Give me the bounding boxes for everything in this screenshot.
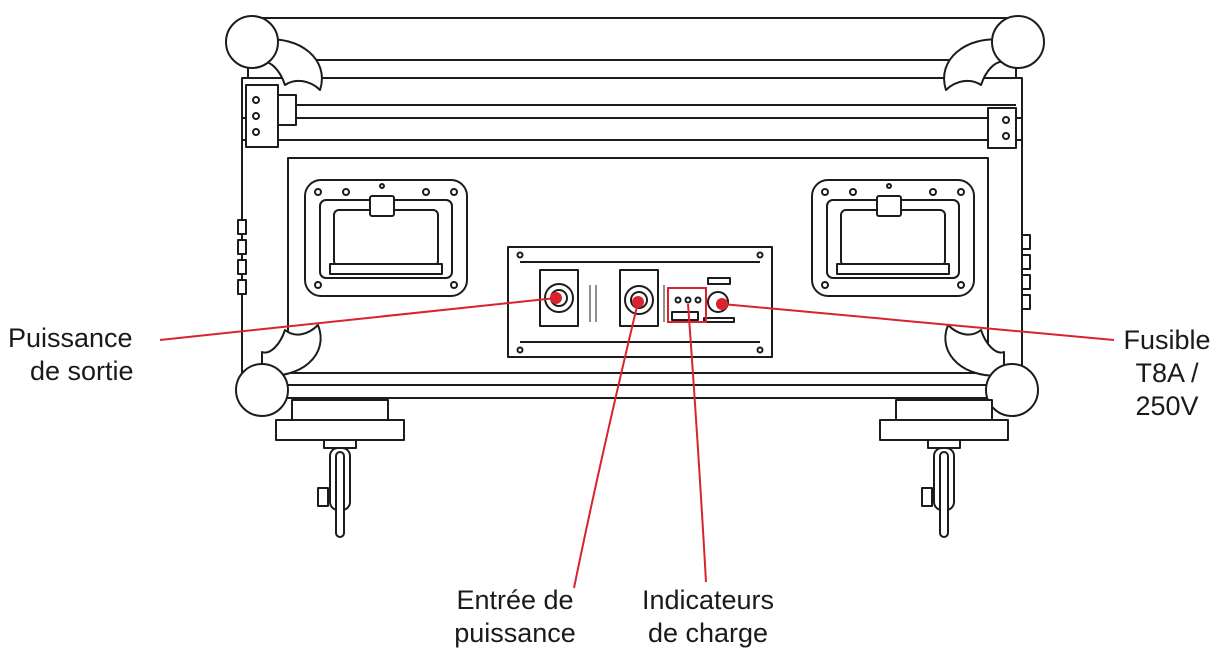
label-fuse-line1: Fusible (1123, 325, 1211, 355)
leader-output-power (159, 297, 557, 341)
label-fuse-line3: 250V (1135, 391, 1199, 421)
leader-input-power (573, 301, 639, 589)
case-lid (241, 17, 1023, 119)
label-fuse-line2: T8A / (1135, 358, 1199, 388)
left-caster (275, 399, 405, 538)
charge-indicator-highlight (667, 287, 707, 323)
label-output-power-line2: de sortie (30, 356, 134, 386)
right-side-bumps (1021, 234, 1031, 310)
label-charge-indicators: Indicateurs de charge (622, 584, 794, 650)
leader-dot-fuse (716, 298, 728, 310)
leader-charge-indicators (687, 303, 707, 583)
right-caster (879, 399, 1009, 538)
label-charge-indicators-line1: Indicateurs (641, 585, 775, 615)
label-output-power-line1: Puissance (8, 323, 133, 353)
charge-indicator-leds (671, 296, 702, 321)
leader-dot-input (632, 296, 644, 308)
label-output-power: Puissance de sortie (8, 322, 134, 388)
corner-bottom-left (235, 324, 322, 417)
panel-fine-text (589, 285, 665, 322)
corner-top-right (943, 15, 1045, 91)
label-fuse: Fusible T8A / 250V (1108, 324, 1226, 423)
leader-fuse (721, 303, 1115, 341)
left-handle (304, 179, 468, 297)
leader-dot-output (550, 292, 562, 304)
corner-bottom-right (944, 324, 1039, 417)
left-side-bumps (237, 219, 247, 295)
label-charge-indicators-line2: de charge (647, 618, 769, 648)
corner-top-left (225, 15, 323, 91)
label-input-power: Entrée de puissance (438, 584, 592, 650)
left-side-latch (245, 84, 297, 148)
label-input-power-line1: Entrée de (456, 585, 574, 615)
label-input-power-line2: puissance (454, 618, 576, 648)
right-handle (811, 179, 975, 297)
right-side-latch (987, 107, 1017, 149)
